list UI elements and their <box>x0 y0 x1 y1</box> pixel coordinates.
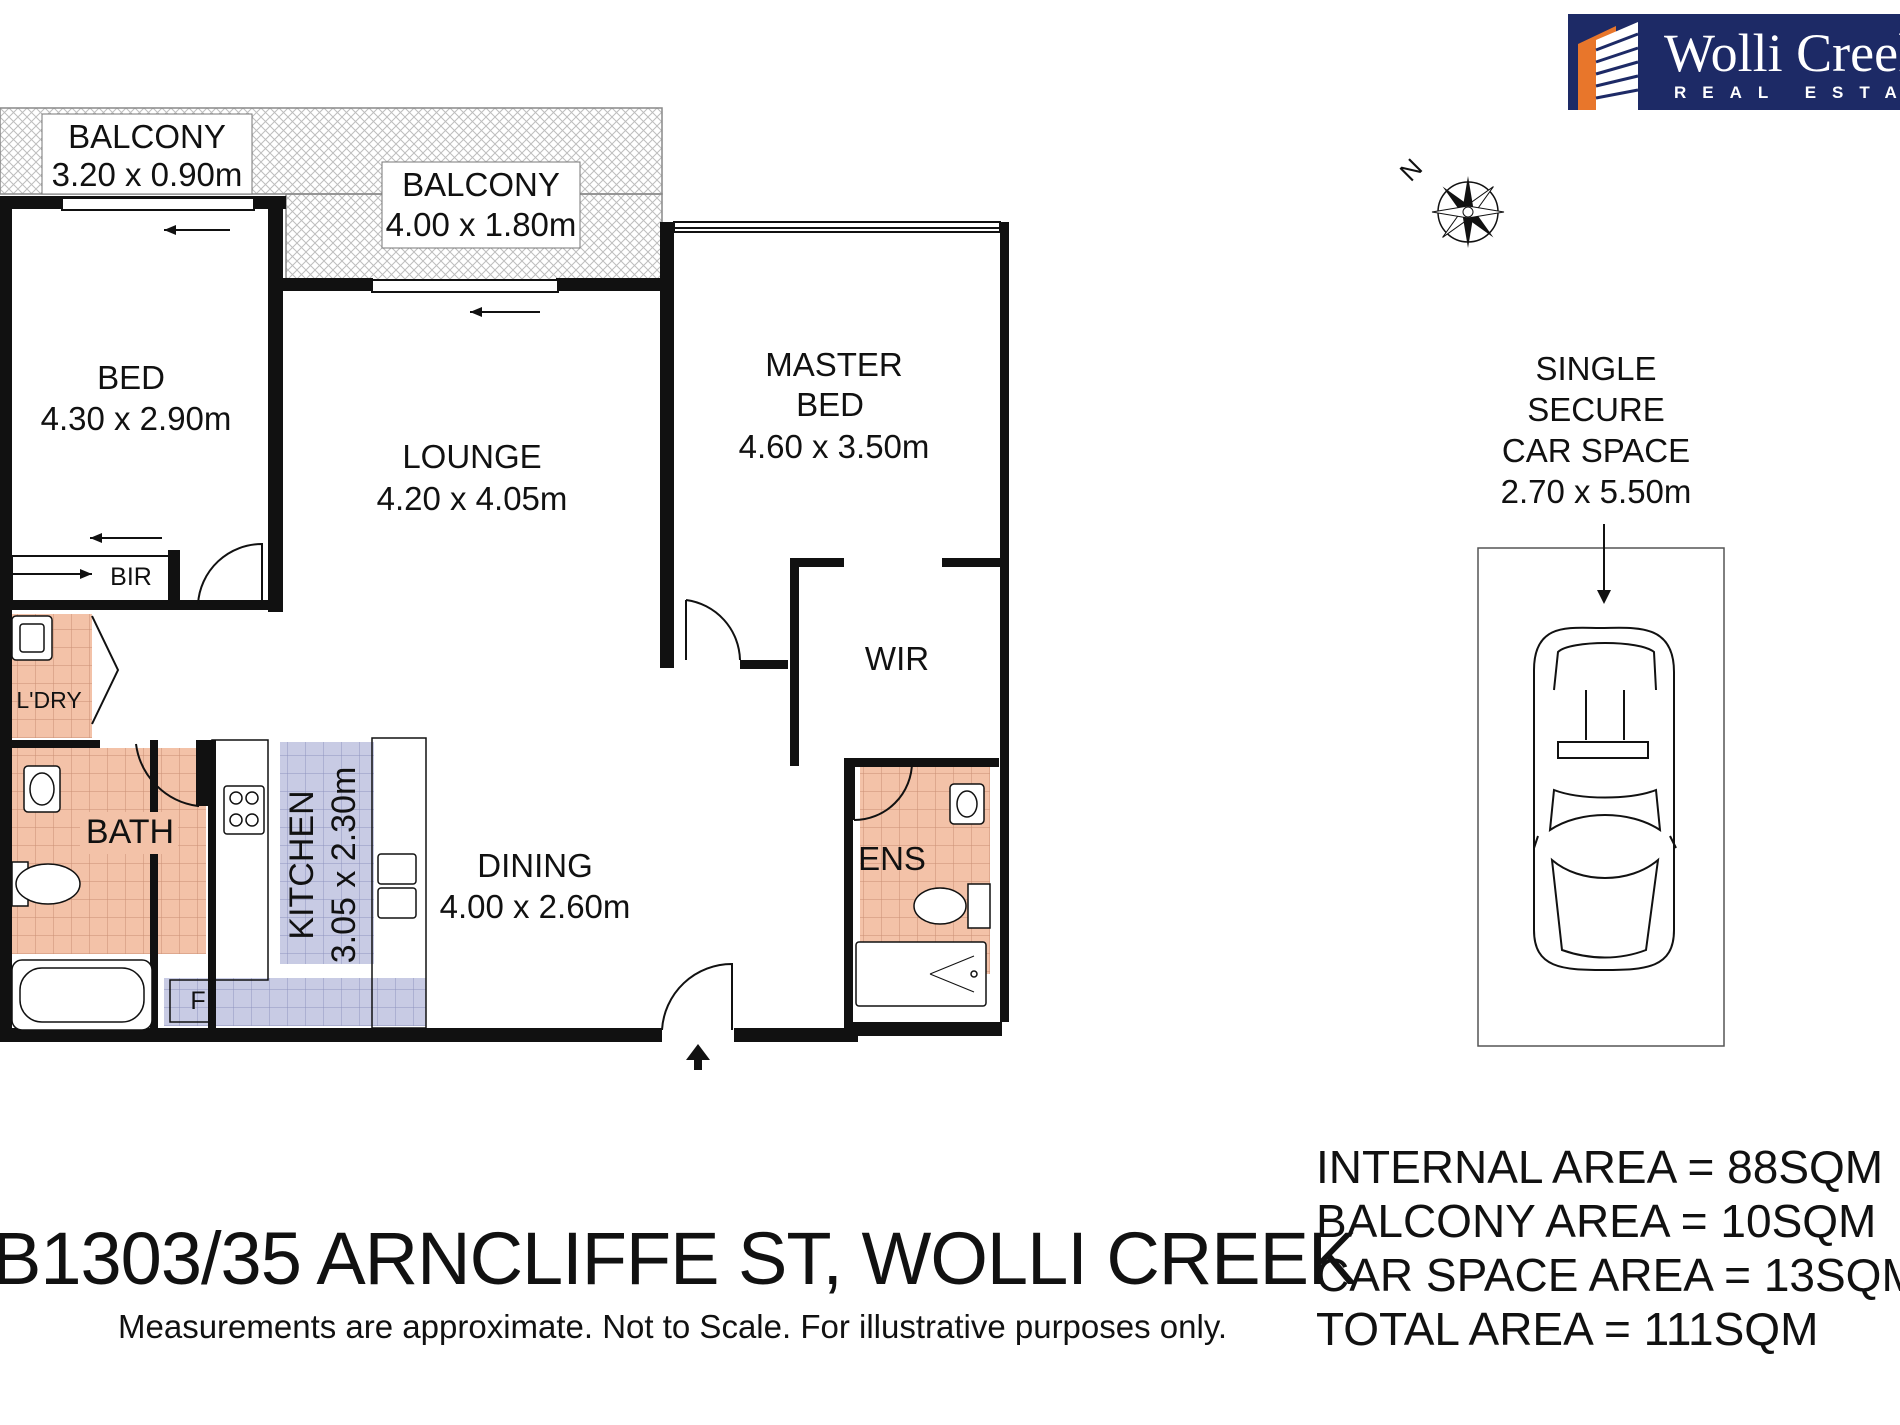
bed-size: 4.30 x 2.90m <box>41 400 232 437</box>
laundry-name: L'DRY <box>16 687 81 713</box>
compass-icon <box>1431 176 1505 248</box>
master-bed-name-line1: MASTER <box>765 346 903 383</box>
bath-name: BATH <box>86 813 174 851</box>
bed-name: BED <box>97 359 165 396</box>
brand-name: Wolli Creek <box>1664 23 1900 83</box>
car-space-area: CAR SPACE AREA = 13SQM <box>1316 1249 1900 1301</box>
car-space-labels: SINGLE SECURE CAR SPACE 2.70 x 5.50m <box>1501 350 1692 510</box>
car-icon <box>1533 626 1677 972</box>
balcony-area <box>0 107 663 289</box>
disclaimer-text: Measurements are approximate. Not to Sca… <box>118 1308 1228 1345</box>
door-swings <box>91 542 913 1031</box>
lounge-name: LOUNGE <box>402 438 541 475</box>
car-space-line1: SINGLE <box>1535 350 1656 387</box>
entry-arrow-icon <box>686 1044 710 1070</box>
car-space-size: 2.70 x 5.50m <box>1501 473 1692 510</box>
balcony-area: BALCONY AREA = 10SQM <box>1316 1195 1877 1247</box>
car-space-line3: CAR SPACE <box>1502 432 1690 469</box>
car-space-outline <box>1477 547 1725 1047</box>
bir-name: BIR <box>110 563 152 591</box>
ensuite-name: ENS <box>858 840 926 877</box>
kitchen-name: KITCHEN <box>283 790 321 939</box>
master-bed-size: 4.60 x 3.50m <box>739 428 930 465</box>
fixtures <box>11 615 991 1031</box>
wir-name: WIR <box>865 640 929 677</box>
internal-area: INTERNAL AREA = 88SQM <box>1316 1141 1884 1193</box>
bir-cupboard <box>11 555 179 605</box>
slide-arrows <box>80 225 482 579</box>
building-logo-icon <box>1578 22 1639 110</box>
windows <box>12 197 1001 575</box>
brand-tagline: REAL ESTATE <box>1674 83 1900 102</box>
dining-size: 4.00 x 2.60m <box>440 888 631 925</box>
brand-logo: Wolli Creek REAL ESTATE <box>1568 14 1900 110</box>
dining-name: DINING <box>477 847 593 884</box>
room-labels: BALCONY 3.20 x 0.90m BALCONY 4.00 x 1.80… <box>16 118 929 1015</box>
kitchen-size: 3.05 x 2.30m <box>325 767 363 964</box>
balcony-small-size: 3.20 x 0.90m <box>52 156 243 193</box>
area-summary: INTERNAL AREA = 88SQM BALCONY AREA = 10S… <box>1316 1140 1900 1356</box>
total-area: TOTAL AREA = 111SQM <box>1316 1303 1819 1355</box>
balcony-large-name: BALCONY <box>402 166 560 203</box>
car-space-arrow-icon <box>1597 524 1611 604</box>
kitchen-bench <box>169 737 427 1029</box>
fridge-name: F <box>190 987 205 1015</box>
balcony-small-name: BALCONY <box>68 118 226 155</box>
compass-north-label: N <box>1394 152 1428 186</box>
master-bed-name-line2: BED <box>796 386 864 423</box>
property-address: B1303/35 ARNCLIFFE ST, WOLLI CREEK <box>0 1217 1357 1300</box>
lounge-size: 4.20 x 4.05m <box>377 480 568 517</box>
balcony-large-size: 4.00 x 1.80m <box>386 206 577 243</box>
car-space-line2: SECURE <box>1527 391 1665 428</box>
